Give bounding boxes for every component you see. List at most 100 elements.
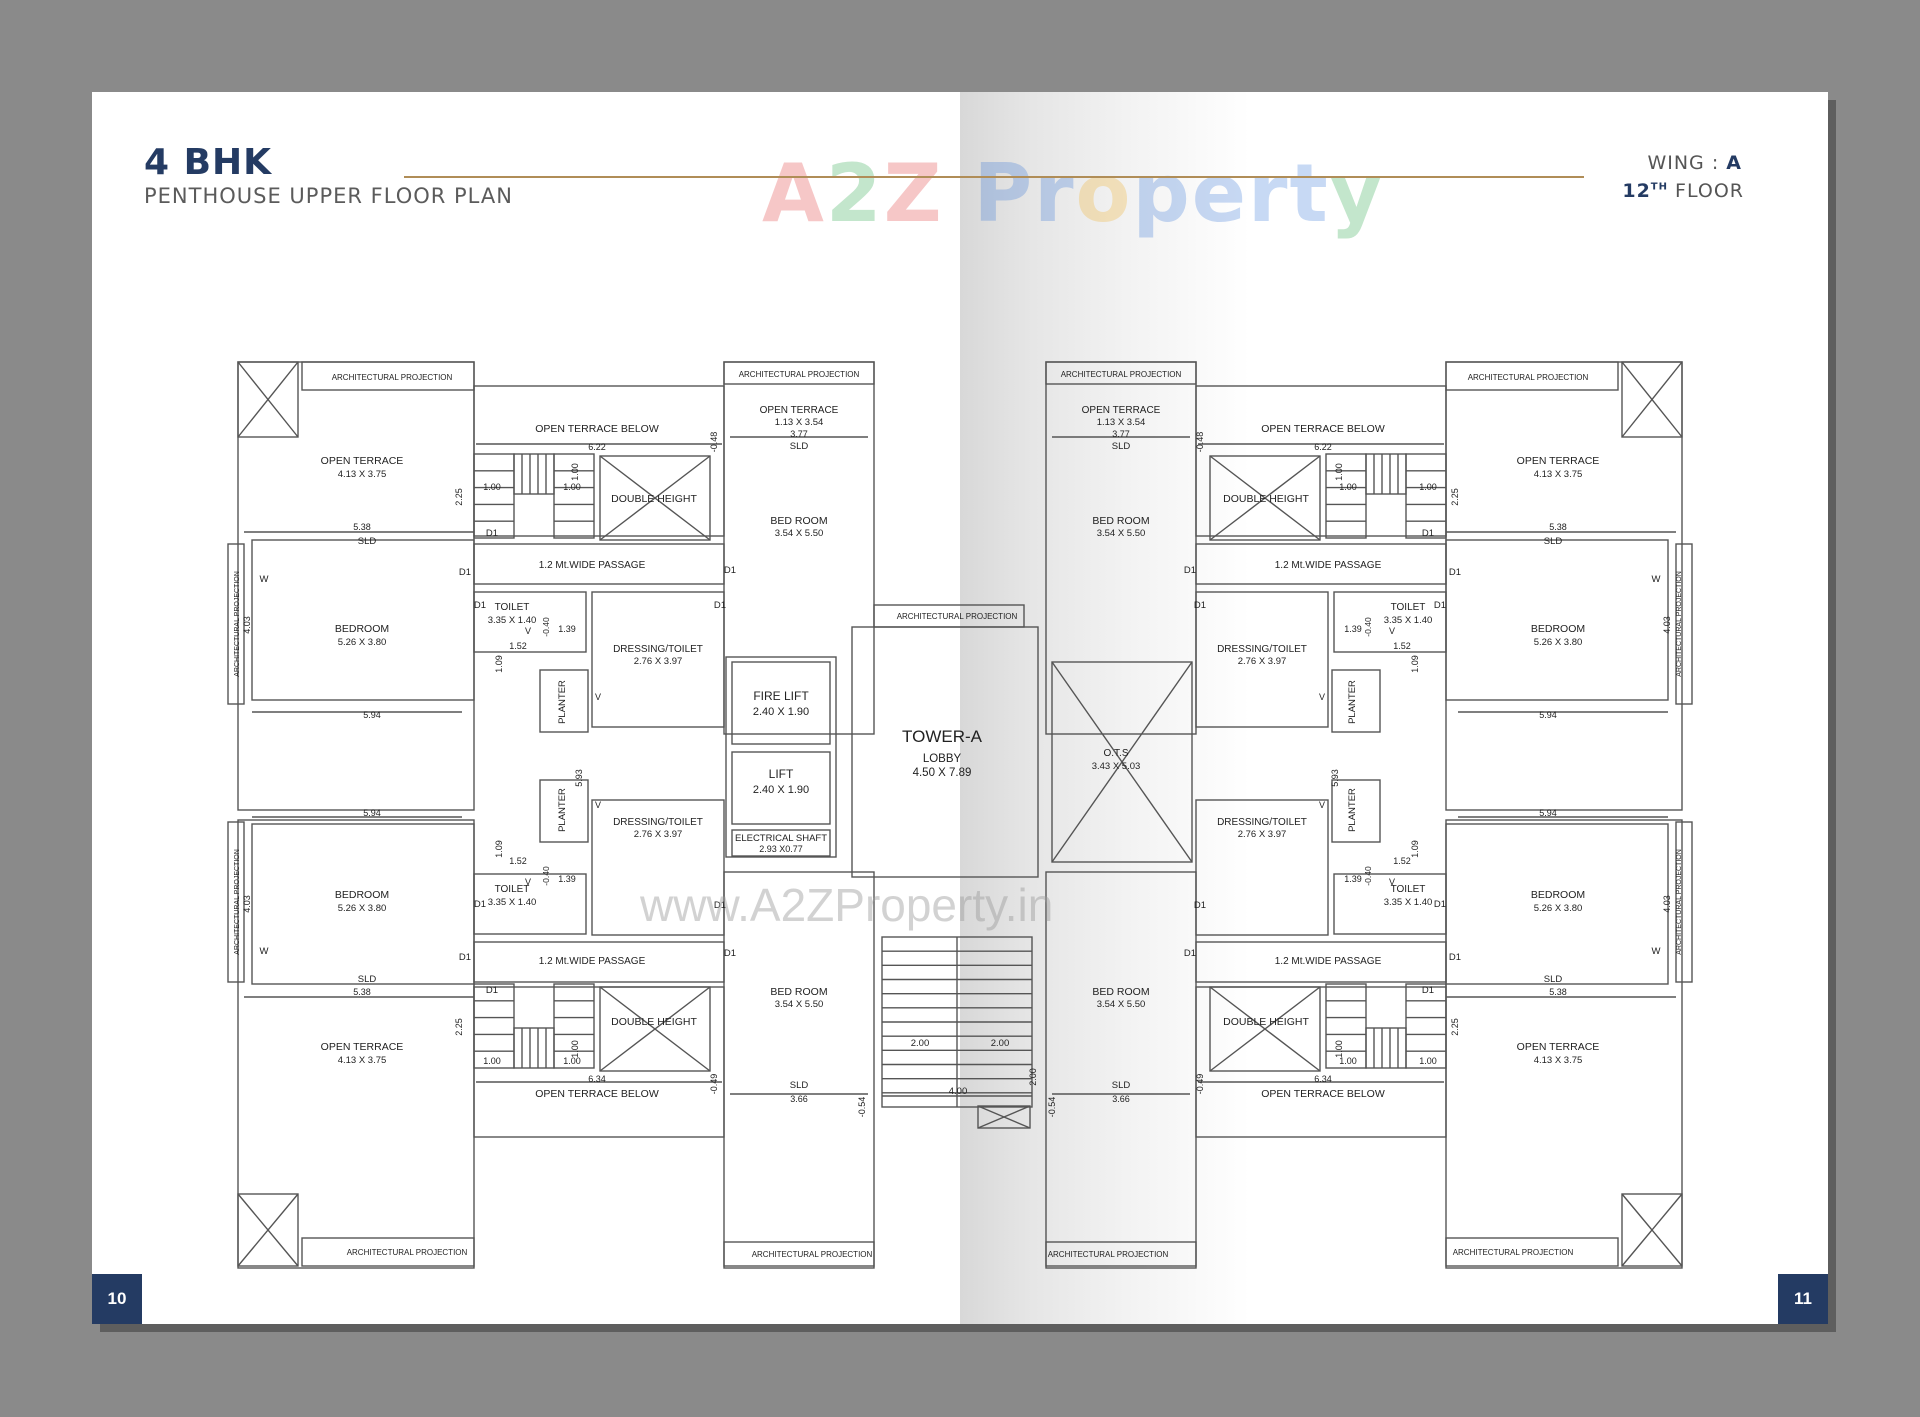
dim-label: 1.09 bbox=[1410, 655, 1420, 673]
left-lower-corner-void bbox=[237, 1193, 299, 1267]
lift-core bbox=[725, 656, 837, 858]
dim-label: 2.25 bbox=[1450, 488, 1460, 506]
header-rule bbox=[404, 176, 1584, 178]
lobby-area bbox=[851, 626, 1039, 878]
left-center-lower-arch-projection bbox=[723, 1241, 875, 1267]
left-upper-toilet bbox=[473, 591, 587, 653]
sld-label: SLD bbox=[790, 1080, 809, 1091]
planter-label: PLANTER bbox=[1347, 788, 1358, 832]
right-upper-arch-projection bbox=[1445, 361, 1619, 391]
open-terrace-below-label: OPEN TERRACE BELOW bbox=[535, 423, 659, 435]
dim-label: 1.52 bbox=[1393, 641, 1411, 651]
left-planter-upper bbox=[539, 669, 589, 733]
door-label: D1 bbox=[1194, 600, 1206, 611]
toilet-size: 3.35 X 1.40 bbox=[488, 897, 537, 908]
dim-label: 4.03 bbox=[242, 895, 252, 913]
dim-label: -0.48 bbox=[1195, 432, 1205, 453]
staircase bbox=[1365, 1027, 1407, 1069]
right-upper-bedroom bbox=[1445, 539, 1669, 701]
door-label: D1 bbox=[1184, 948, 1196, 959]
double-height-void bbox=[599, 986, 711, 1072]
plan-walls bbox=[227, 361, 1693, 1269]
page-subtitle: PENTHOUSE UPPER FLOOR PLAN bbox=[144, 184, 513, 208]
dim-label: -0.49 bbox=[709, 1074, 719, 1095]
dim-label: 1.00 bbox=[1334, 1040, 1344, 1058]
void-diagonal bbox=[1051, 661, 1193, 863]
door-label: D1 bbox=[474, 899, 486, 910]
url-watermark: www.A2ZProperty.in bbox=[640, 879, 1054, 931]
door-label: D1 bbox=[459, 567, 471, 578]
arch-projection-label: ARCHITECTURAL PROJECTION bbox=[1676, 571, 1683, 677]
left-upper-corner-void bbox=[237, 361, 299, 438]
plan-labels: ARCHITECTURAL PROJECTION OPEN TERRACE 4.13… bbox=[234, 370, 1683, 1259]
open-terrace-size: 4.13 X 3.75 bbox=[1534, 1055, 1583, 1066]
arch-projection-label: ARCHITECTURAL PROJECTION bbox=[739, 370, 860, 379]
bed-room-label: BED ROOM bbox=[770, 986, 827, 998]
double-height-void bbox=[599, 455, 711, 541]
electrical-shaft bbox=[731, 829, 831, 857]
bedroom-label: BEDROOM bbox=[335, 889, 389, 901]
floor-suffix: TH bbox=[1650, 181, 1668, 193]
door-label: D1 bbox=[1449, 567, 1461, 578]
right-upper-corner-void bbox=[1621, 361, 1683, 438]
double-height-label: DOUBLE HEIGHT bbox=[1223, 493, 1309, 505]
dressing-size: 2.76 X 3.97 bbox=[1238, 656, 1287, 667]
dim-label: 2.00 bbox=[911, 1038, 930, 1049]
planter-label: PLANTER bbox=[557, 680, 568, 724]
door-label: D1 bbox=[1184, 565, 1196, 576]
floor-number: 12 bbox=[1622, 180, 1651, 202]
arch-projection-label: ARCHITECTURAL PROJECTION bbox=[234, 849, 241, 955]
wing-label-text: WING : bbox=[1647, 152, 1720, 174]
lobby-label: LOBBY bbox=[923, 753, 962, 765]
right-upper-toilet bbox=[1333, 591, 1447, 653]
vent-label: V bbox=[1319, 692, 1325, 702]
left-lower-arch-side bbox=[227, 821, 245, 983]
dim-label: 1.00 bbox=[570, 1040, 580, 1058]
window-label: W bbox=[260, 574, 269, 585]
bed-room-label: BED ROOM bbox=[1092, 515, 1149, 527]
door-label: D1 bbox=[1194, 900, 1206, 911]
floor-label-text: FLOOR bbox=[1675, 180, 1744, 202]
door-label: D1 bbox=[724, 948, 736, 959]
bed-room-label: BED ROOM bbox=[770, 515, 827, 527]
planter-label: PLANTER bbox=[557, 788, 568, 832]
dim-label: 3.77 bbox=[790, 429, 808, 439]
bedroom-size: 5.26 X 3.80 bbox=[338, 903, 387, 914]
electrical-shaft-label: ELECTRICAL SHAFT bbox=[735, 833, 827, 844]
left-center-arch-projection bbox=[723, 361, 875, 385]
dim-label: 1.00 bbox=[1339, 1056, 1357, 1066]
dim-label: 4.00 bbox=[949, 1086, 968, 1097]
right-center-arch-projection bbox=[1045, 361, 1197, 385]
planter-label: PLANTER bbox=[1347, 680, 1358, 724]
bedroom-label: BEDROOM bbox=[1531, 889, 1585, 901]
arch-projection-label: ARCHITECTURAL PROJECTION bbox=[1676, 849, 1683, 955]
right-upper-open-terrace-below bbox=[1195, 385, 1447, 537]
open-terrace-label: OPEN TERRACE bbox=[1517, 1041, 1600, 1053]
vent-label: V bbox=[595, 692, 601, 702]
dim-label: 5.93 bbox=[574, 769, 584, 787]
vent-label: V bbox=[525, 626, 531, 636]
door-label: D1 bbox=[1422, 985, 1434, 996]
sld-label: SLD bbox=[1544, 974, 1563, 985]
dim-label: 6.22 bbox=[1314, 442, 1332, 452]
void-diagonal bbox=[1209, 986, 1321, 1072]
open-terrace-label: OPEN TERRACE bbox=[321, 455, 404, 467]
staircase bbox=[1405, 983, 1447, 1069]
passage-label: 1.2 Mt.WIDE PASSAGE bbox=[1275, 956, 1382, 967]
double-height-label: DOUBLE HEIGHT bbox=[611, 493, 697, 505]
door-label: D1 bbox=[486, 528, 498, 539]
open-terrace-below-label: OPEN TERRACE BELOW bbox=[1261, 423, 1385, 435]
small-terrace-size: 1.13 X 3.54 bbox=[775, 417, 824, 428]
sld-label: SLD bbox=[358, 974, 377, 985]
small-terrace-label: OPEN TERRACE bbox=[1082, 405, 1161, 416]
page-number-right: 11 bbox=[1778, 1274, 1828, 1324]
lift-shaft bbox=[731, 751, 831, 825]
open-terrace-below-label: OPEN TERRACE BELOW bbox=[1261, 1088, 1385, 1100]
arch-projection-label: ARCHITECTURAL PROJECTION bbox=[347, 1248, 468, 1257]
right-lower-arch-side bbox=[1675, 821, 1693, 983]
double-height-void bbox=[1209, 455, 1321, 541]
dim-label: 6.22 bbox=[588, 442, 606, 452]
open-terrace-below-label: OPEN TERRACE BELOW bbox=[535, 1088, 659, 1100]
dim-label: 3.66 bbox=[1112, 1094, 1130, 1104]
fire-lift-size: 2.40 X 1.90 bbox=[753, 706, 809, 718]
